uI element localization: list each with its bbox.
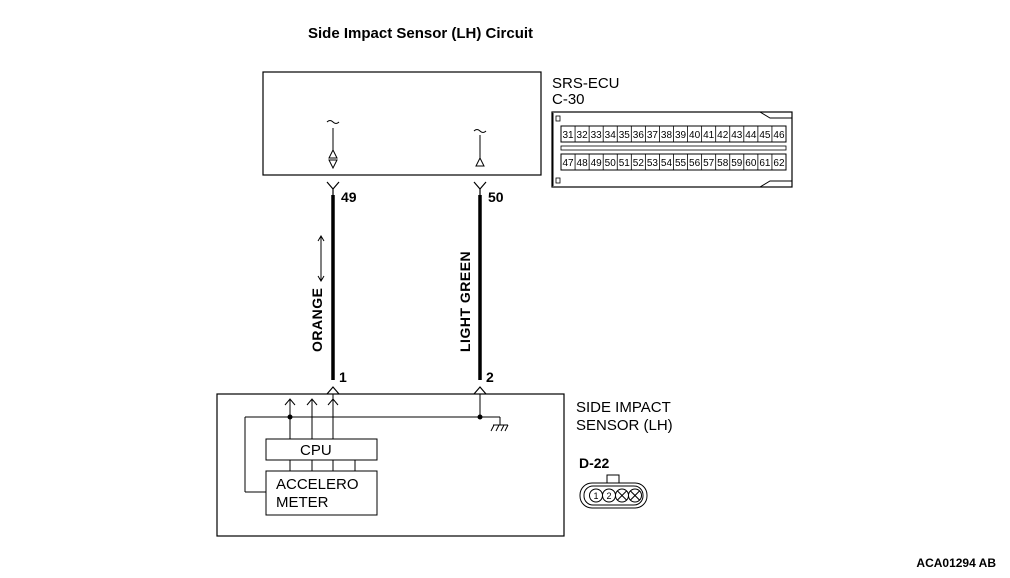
cpu-label: CPU [300,442,332,459]
d22-pin-1-label: 1 [593,491,598,501]
junction-dot [287,414,293,420]
sensor-pin-1-arrow [326,386,340,395]
sensor-pin-2-label: 2 [486,369,494,385]
c30-pin-49: 49 [591,158,603,169]
c30-pin-48: 48 [577,158,589,169]
c30-pin-37: 37 [647,130,659,141]
c30-pin-45: 45 [759,130,771,141]
ecu-pin-50-label: 50 [488,189,504,205]
c30-pin-57: 57 [703,158,715,169]
sensor-name-line2: SENSOR (LH) [576,417,673,434]
c30-pin-58: 58 [717,158,729,169]
c30-pin-31: 31 [562,130,574,141]
c30-pin-50: 50 [605,158,617,169]
c30-pin-44: 44 [745,130,757,141]
sensor-name-line1: SIDE IMPACT [576,399,671,416]
wire-light-green-label: LIGHT GREEN [457,251,473,352]
c30-pin-40: 40 [689,130,701,141]
c30-pin-60: 60 [745,158,757,169]
c30-pin-34: 34 [605,130,617,141]
ecu-pin-49-arrow [326,181,340,190]
c30-pin-42: 42 [717,130,729,141]
d22-connector-label: D-22 [579,455,610,471]
c30-pin-35: 35 [619,130,631,141]
diagram-title: Side Impact Sensor (LH) Circuit [308,25,533,42]
ecu-terminal-49-symbol [326,120,340,170]
c30-pin-53: 53 [647,158,659,169]
c30-pin-52: 52 [633,158,645,169]
ground-icon [490,424,509,432]
cpu-box [265,438,378,461]
c30-pin-55: 55 [675,158,687,169]
c30-pin-47: 47 [562,158,574,169]
accelerometer-label-line1: ACCELERO [276,476,359,493]
d22-pin-2-label: 2 [606,491,611,501]
sensor-pin-1-label: 1 [339,369,347,385]
wire-orange-label: ORANGE [309,288,325,352]
c30-pin-59: 59 [731,158,743,169]
c30-pin-41: 41 [703,130,715,141]
c30-pin-51: 51 [619,158,631,169]
ecu-terminal-50-symbol [473,129,487,167]
figure-code: ACA01294 AB [916,556,996,570]
c30-pin-56: 56 [689,158,701,169]
sensor-internal-wiring [244,394,501,493]
bidirectional-arrow-icon [317,235,325,282]
c30-pin-61: 61 [759,158,771,169]
side-impact-sensor-box [216,393,565,537]
c30-pin-38: 38 [661,130,673,141]
ecu-pin-50-arrow [473,181,487,190]
accelerometer-label-line2: METER [276,494,329,511]
c30-pin-32: 32 [577,130,589,141]
c30-pin-62: 62 [773,158,785,169]
c30-pin-33: 33 [591,130,603,141]
srs-ecu-box [262,71,542,176]
junction-dot [477,414,483,420]
c30-pin-36: 36 [633,130,645,141]
d22-connector-face [579,474,648,509]
accelerometer-box [265,470,378,516]
c30-pin-46: 46 [773,130,785,141]
c30-pin-39: 39 [675,130,687,141]
c30-pin-43: 43 [731,130,743,141]
c30-connector-label: C-30 [552,91,585,108]
ecu-pin-49-label: 49 [341,189,357,205]
c30-pin-54: 54 [661,158,673,169]
sensor-pin-2-arrow [473,386,487,395]
srs-ecu-label: SRS-ECU [552,75,620,92]
